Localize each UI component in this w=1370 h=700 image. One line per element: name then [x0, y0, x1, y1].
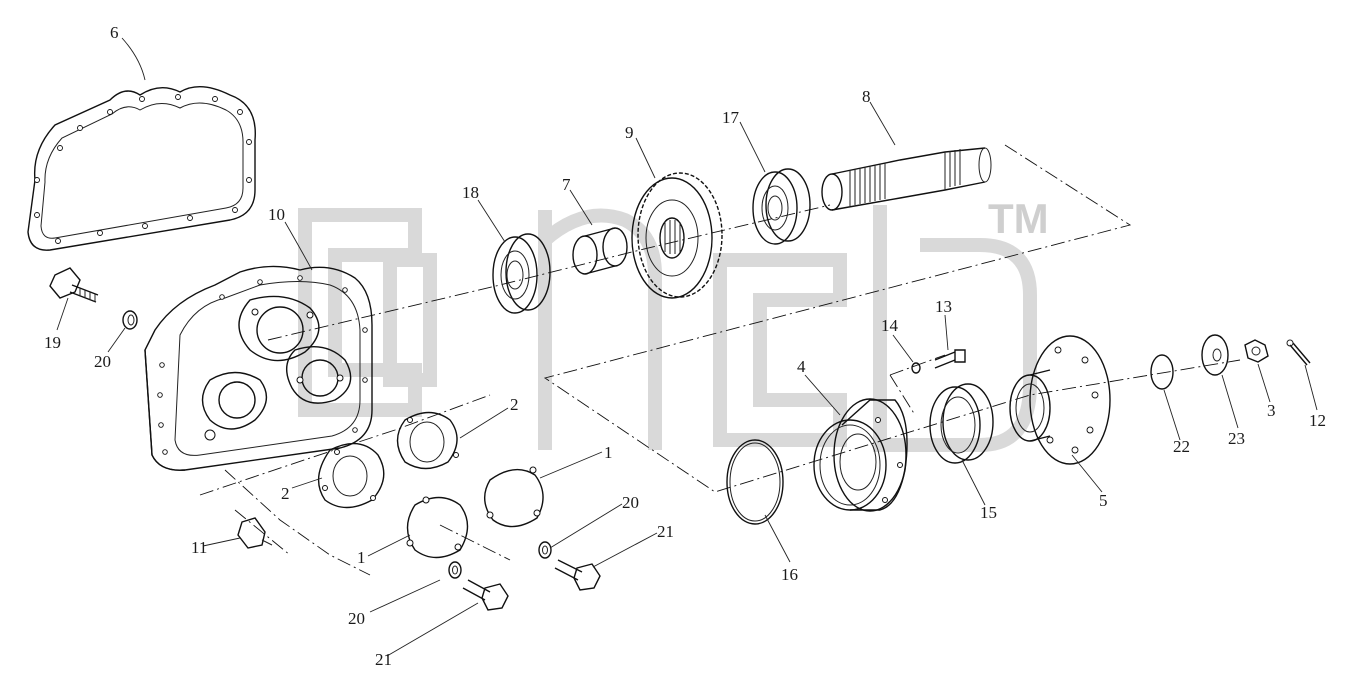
callout-1-lower: 1: [357, 548, 366, 567]
part-10-housing: [144, 265, 373, 471]
part-17-bearing: [752, 168, 811, 245]
part-3-nut: [1244, 339, 1269, 363]
callout-15: 15: [980, 503, 997, 522]
callout-20-right: 20: [622, 493, 639, 512]
part-11-fitting: [237, 517, 273, 549]
part-2-gasket-left: [317, 442, 385, 509]
callout-20-lower: 20: [348, 609, 365, 628]
part-15-seal: [929, 383, 994, 464]
center-lines: [199, 144, 1241, 576]
callout-19: 19: [44, 333, 61, 352]
part-6-cover-gasket: [27, 86, 256, 251]
callout-17: 17: [722, 108, 740, 127]
part-12-cotter-pin: [1286, 339, 1311, 366]
watermark-tm: TM: [988, 195, 1049, 242]
callout-11: 11: [191, 538, 207, 557]
callout-4: 4: [797, 357, 806, 376]
part-7-spacer: [572, 227, 628, 275]
callout-22: 22: [1173, 437, 1190, 456]
part-13-screw: [934, 349, 966, 369]
callout-14: 14: [881, 316, 899, 335]
callout-6: 6: [110, 23, 119, 42]
callout-13: 13: [935, 297, 952, 316]
part-21-bolt-lower: [462, 579, 509, 611]
callout-3: 3: [1267, 401, 1276, 420]
part-1-cover-lower: [406, 496, 469, 559]
callout-18: 18: [462, 183, 479, 202]
callout-7: 7: [562, 175, 571, 194]
part-19-bolt: [49, 267, 99, 303]
callout-20-upper: 20: [94, 352, 111, 371]
part-20-washer-upper: [122, 310, 138, 330]
callout-23: 23: [1228, 429, 1245, 448]
watermark: TM: [298, 195, 1049, 452]
callout-16: 16: [781, 565, 798, 584]
part-20-washer-lower-left: [448, 561, 462, 579]
callout-12: 12: [1309, 411, 1326, 430]
callout-2-right: 2: [510, 395, 519, 414]
callout-21-upper: 21: [657, 522, 674, 541]
part-9-gear: [631, 172, 723, 299]
part-4-bearing-housing: [813, 398, 908, 512]
part-5-flange: [1009, 335, 1111, 465]
part-23-washer: [1201, 334, 1229, 376]
callout-9: 9: [625, 123, 634, 142]
leader-lines: [56, 37, 1318, 657]
part-8-shaft: [821, 147, 992, 211]
callout-5: 5: [1099, 491, 1108, 510]
part-20-washer-lower-right: [538, 541, 552, 559]
part-22-o-ring: [1150, 354, 1174, 390]
part-16-o-ring: [726, 439, 784, 525]
callout-10: 10: [268, 205, 285, 224]
callout-1-upper: 1: [604, 443, 613, 462]
part-1-cover-upper: [484, 466, 544, 528]
callouts: 6 10 19 20 18 7 9 17 8 2 2 1 1 11 20 20 …: [44, 23, 1326, 669]
part-18-bearing: [492, 233, 551, 314]
callout-8: 8: [862, 87, 871, 106]
part-2-gasket-right: [396, 411, 459, 470]
part-14-washer: [911, 362, 921, 374]
callout-21-lower: 21: [375, 650, 392, 669]
callout-2-left: 2: [281, 484, 290, 503]
part-21-bolt-upper: [554, 559, 601, 591]
